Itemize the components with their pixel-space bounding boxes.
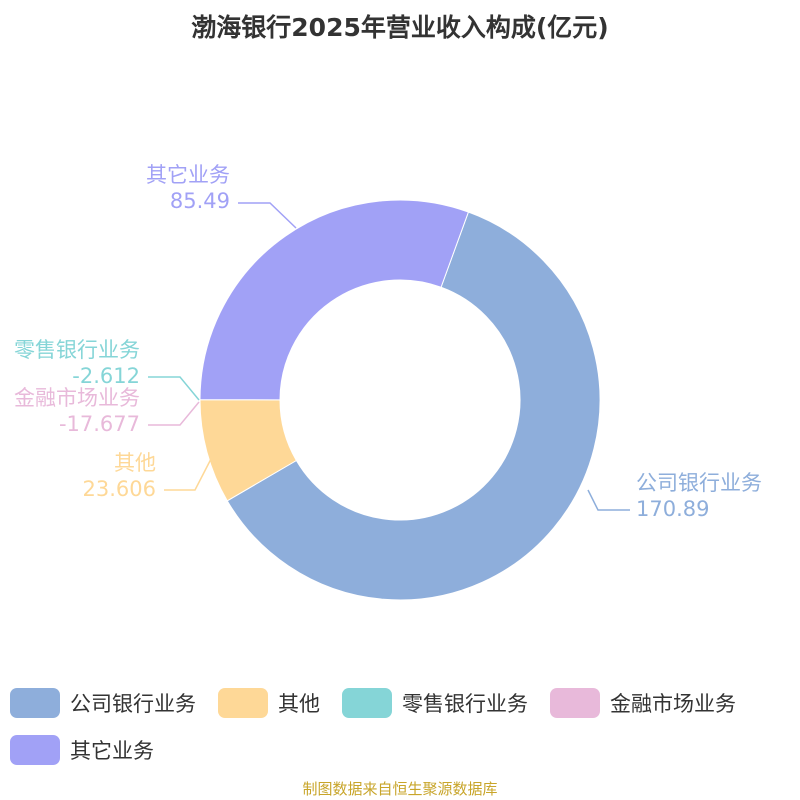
legend-swatch [218, 688, 268, 718]
source-note: 制图数据来自恒生聚源数据库 [302, 780, 498, 798]
legend: 公司银行业务 其他 零售银行业务 金融市场业务其它业务 [10, 688, 800, 765]
slice-label-name: 其它业务 [146, 163, 230, 187]
slice-4[interactable] [199, 199, 470, 401]
legend-label: 金融市场业务 [610, 692, 736, 716]
legend-swatch [342, 688, 392, 718]
slice-0[interactable] [226, 211, 601, 601]
legend-item[interactable]: 其他 [218, 688, 320, 718]
slice-label-name: 其他 [114, 451, 156, 475]
legend-label: 其它业务 [70, 739, 154, 763]
slice-label-name: 零售银行业务 [14, 338, 140, 362]
legend-item[interactable]: 金融市场业务 [550, 688, 736, 718]
legend-label: 零售银行业务 [402, 692, 528, 716]
slice-label-value: 170.89 [636, 497, 709, 521]
slice-label-value: -2.612 [72, 364, 140, 388]
label-line [587, 489, 630, 511]
slice-label-name: 公司银行业务 [636, 471, 762, 495]
legend-swatch [550, 688, 600, 718]
legend-swatch [10, 735, 60, 765]
legend-swatch [10, 688, 60, 718]
label-line [148, 376, 200, 401]
label-line [148, 401, 200, 426]
slice-label-value: -17.677 [59, 412, 140, 436]
label-line [164, 456, 213, 491]
legend-label: 其他 [278, 692, 320, 716]
slice-label-value: 23.606 [83, 477, 156, 501]
slice-label-value: 85.49 [170, 189, 230, 213]
legend-label: 公司银行业务 [70, 692, 196, 716]
legend-item[interactable]: 其它业务 [10, 735, 154, 765]
chart-title: 渤海银行2025年营业收入构成(亿元) [191, 13, 609, 42]
slice-label-name: 金融市场业务 [14, 386, 140, 410]
legend-item[interactable]: 公司银行业务 [10, 688, 196, 718]
label-line [238, 202, 297, 229]
legend-item[interactable]: 零售银行业务 [342, 688, 528, 718]
